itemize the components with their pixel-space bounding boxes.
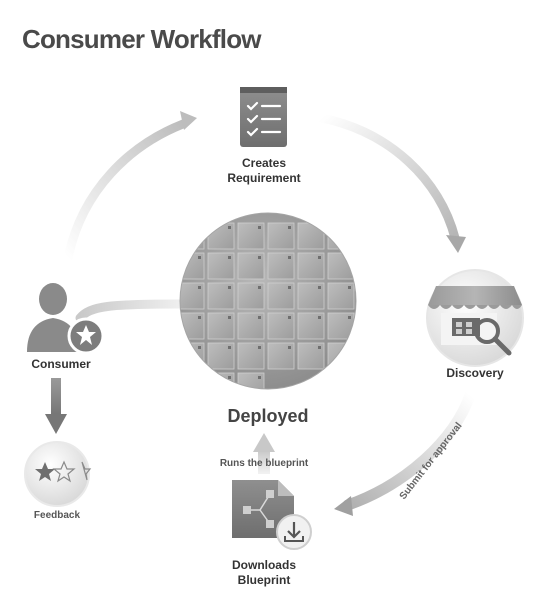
star-rating-icon: [24, 441, 92, 507]
globe-tile: [297, 222, 325, 250]
node-label-line: Downloads: [231, 558, 296, 572]
star-badge-icon: [67, 317, 105, 355]
node-label-downloads-blueprint: Downloads Blueprint: [214, 558, 314, 588]
globe-tile: [180, 372, 205, 389]
globe-tile-dot: [348, 256, 351, 259]
arrow-discovery-to-downloads: [334, 389, 476, 516]
globe-tile-dot: [348, 316, 351, 319]
globe-tile-dot: [228, 376, 231, 379]
globe-tile-dot: [258, 286, 261, 289]
globe-tile-dot: [258, 376, 261, 379]
globe-tile-dot: [228, 346, 231, 349]
globe-tile: [267, 342, 295, 370]
globe-tile-dot: [198, 256, 201, 259]
person-icon: [27, 283, 79, 352]
globe-tile-dot: [318, 256, 321, 259]
globe-tile-dot: [348, 286, 351, 289]
globe-tile: [327, 342, 355, 370]
globe-tile-dot: [258, 226, 261, 229]
globe-tile-dot: [288, 346, 291, 349]
globe-tile: [327, 252, 355, 280]
arrow-consumer-to-deployed: [75, 299, 185, 323]
arrow-consumer-to-requirement: [63, 111, 197, 263]
arrow-downloads-to-deployed: [253, 433, 275, 474]
globe-tile-dot: [198, 226, 201, 229]
globe-tile-dot: [228, 256, 231, 259]
node-label-creates-requirement: Creates Requirement: [214, 156, 314, 186]
globe-tile-dot: [198, 346, 201, 349]
arrow-requirement-to-discovery: [317, 113, 466, 253]
globe-tile-dot: [228, 226, 231, 229]
globe-tile: [267, 312, 295, 340]
node-label-line: Blueprint: [237, 573, 291, 587]
globe-tile-dot: [258, 256, 261, 259]
globe-tile-dot: [198, 316, 201, 319]
node-label-line: Requirement: [227, 171, 301, 185]
globe-tile-dot: [318, 286, 321, 289]
globe-tile-dot: [258, 346, 261, 349]
globe-tile-dot: [288, 226, 291, 229]
globe-tile-dot: [198, 286, 201, 289]
grid-globe-icon: [179, 212, 357, 390]
globe-tile-dot: [288, 256, 291, 259]
storefront-icon: [426, 269, 524, 367]
globe-tile-dot: [348, 226, 351, 229]
arrow-consumer-to-feedback: [45, 378, 67, 434]
globe-tile-dot: [258, 316, 261, 319]
globe-tile-dot: [288, 316, 291, 319]
globe-tile-dot: [288, 286, 291, 289]
globe-tile-dot: [348, 346, 351, 349]
node-label-deployed: Deployed: [227, 406, 309, 426]
checklist-icon: [240, 87, 287, 147]
page-title: Consumer Workflow: [22, 24, 262, 54]
globe-tile: [237, 312, 265, 340]
globe-tile: [327, 222, 355, 250]
node-label-line: Creates: [241, 156, 287, 170]
node-label-discovery: Discovery: [446, 366, 504, 380]
globe-tile: [237, 252, 265, 280]
node-label-feedback: Feedback: [33, 510, 81, 521]
edge-label-runs-the-blueprint: Runs the blueprint: [219, 458, 309, 469]
globe-tile-dot: [318, 346, 321, 349]
download-icon: [276, 514, 312, 550]
globe-tile-dot: [318, 316, 321, 319]
globe-tile-dot: [228, 286, 231, 289]
edge-label-submit-for-approval: Submit for approval: [398, 420, 465, 501]
globe-tile-dot: [228, 316, 231, 319]
node-label-consumer: Consumer: [31, 357, 91, 371]
globe-tile-dot: [198, 376, 201, 379]
